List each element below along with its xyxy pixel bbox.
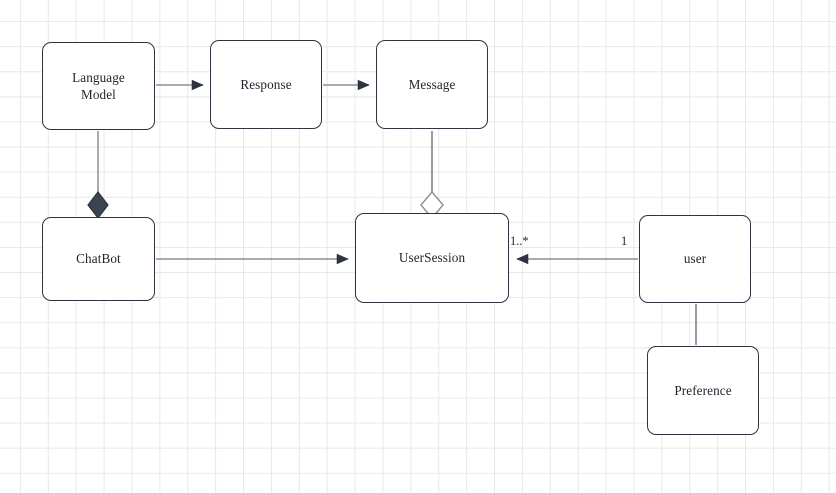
node-label-line-1: Language: [72, 69, 125, 85]
node-label: Language Model: [72, 69, 125, 104]
node-label: ChatBot: [76, 251, 121, 267]
multiplicity-label-usersession: 1..*: [510, 234, 529, 248]
node-response[interactable]: Response: [210, 40, 322, 129]
node-preference[interactable]: Preference: [647, 346, 759, 435]
multiplicity-label-user: 1: [621, 234, 628, 248]
node-label: Preference: [674, 382, 732, 398]
node-message[interactable]: Message: [376, 40, 488, 129]
edge-language-model-to-chatbot: [87, 131, 109, 219]
node-language-model[interactable]: Language Model: [42, 42, 155, 130]
node-label: UserSession: [398, 250, 466, 266]
node-label: user: [683, 251, 707, 267]
edge-message-to-usersession: [420, 131, 444, 220]
node-label-line-2: Model: [81, 87, 116, 102]
node-label: Message: [408, 76, 456, 92]
node-chatbot[interactable]: ChatBot: [42, 217, 155, 301]
node-usersession[interactable]: UserSession: [355, 213, 509, 303]
filled-diamond-marker: [87, 191, 109, 219]
node-user[interactable]: user: [639, 215, 751, 303]
node-label: Response: [240, 76, 292, 92]
